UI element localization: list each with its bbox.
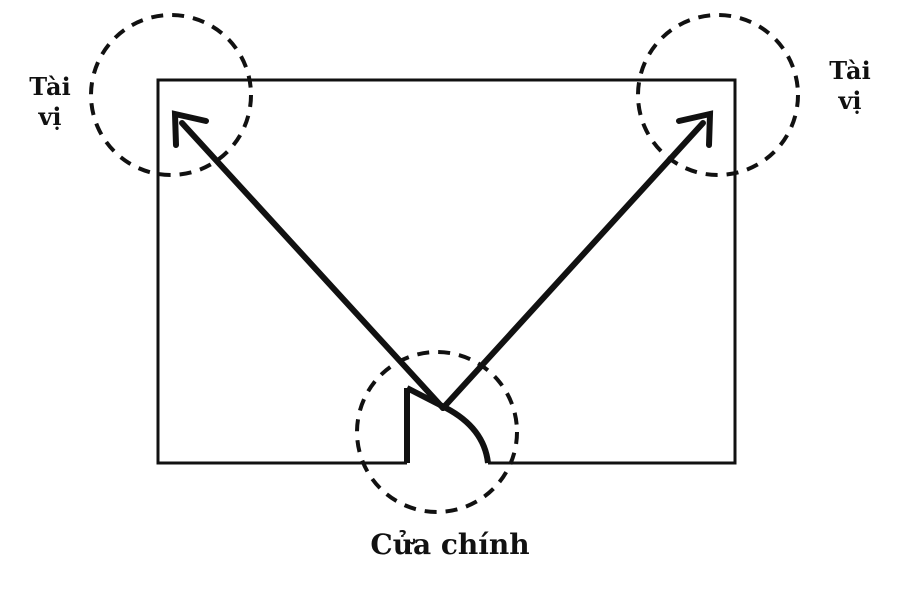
altar-label-left-line1: Tài [29,72,71,101]
main-door-zone-circle [355,350,519,514]
arrow-left-head [171,110,209,148]
room-outline [156,78,737,465]
altar-label-left-line2: vị [38,102,62,131]
altar-label-right-line2: vị [838,86,862,115]
altar-label-right-line1: Tài [829,56,871,85]
arrow-left-shaft [179,120,446,411]
altar-label-right: Tài vị [810,56,890,116]
altar-label-left: Tài vị [10,72,90,132]
altar-zone-right-circle [636,13,800,177]
main-door-label: Cửa chính [370,528,530,561]
altar-zone-left-circle [89,13,253,177]
arrow-right-shaft [440,120,706,411]
door-swing-arc [444,405,491,464]
arrow-right-head [676,110,714,148]
